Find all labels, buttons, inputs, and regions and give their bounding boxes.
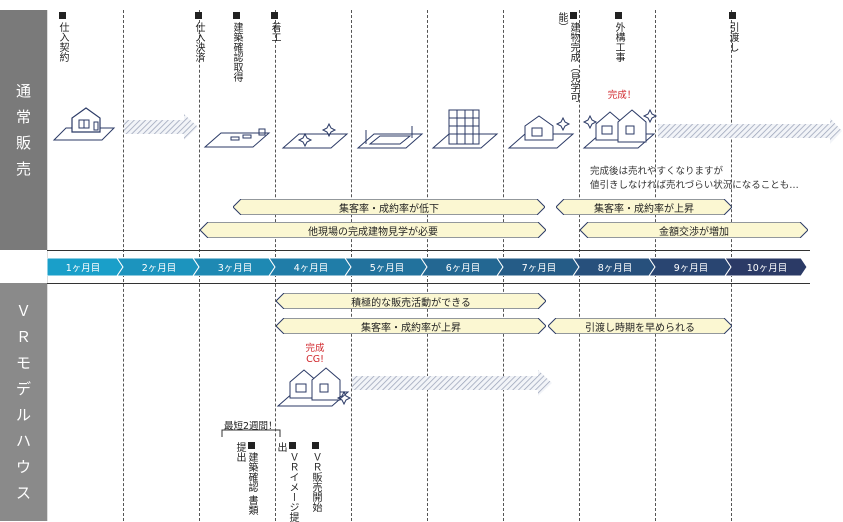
month-label: 4ヶ月目	[294, 263, 329, 274]
month-chevron	[724, 258, 808, 276]
house-and-arrow-illustration	[52, 107, 198, 141]
banner-attraction-rise: 集客率・成約率が上昇	[556, 199, 732, 215]
band-char: Ｒ	[15, 328, 31, 346]
milestone-building-confirmation: 建築確認取得	[230, 12, 242, 82]
band-char: デ	[15, 380, 31, 398]
vr-milestone-building-docs: 建築確認 書類提出	[234, 442, 257, 516]
month-label: 10ヶ月目	[747, 263, 788, 274]
band-char: ル	[15, 406, 31, 424]
month-label: 2ヶ月目	[142, 263, 177, 274]
complete-house-arrow-illustration	[582, 108, 842, 149]
milestone-building-complete: 建物完成（見学可能）	[556, 12, 579, 102]
banner-earlier-handover: 引渡し時期を早められる	[548, 318, 732, 334]
separator-top	[47, 250, 810, 251]
month-label: 7ヶ月目	[522, 263, 557, 274]
month-label: 1ヶ月目	[66, 263, 101, 274]
band-char: ウ	[15, 458, 31, 476]
month-chevron	[116, 258, 200, 276]
framing-illustration	[431, 109, 499, 149]
separator-bottom	[47, 283, 810, 284]
band-char: 常	[15, 108, 31, 126]
milestone-purchase-contract: 仕入契約	[56, 12, 68, 62]
month-chevron	[268, 258, 352, 276]
normal-sales-band: 通 常 販 売	[0, 10, 47, 250]
month-timeline: 1ヶ月目 2ヶ月目 3ヶ月目 4ヶ月目 5ヶ月目 6ヶ月目 7ヶ月目 8ヶ月目 9ヶ月目 10ヶ月…	[47, 258, 808, 276]
kansei-label: 完成！	[607, 90, 637, 101]
vr-milestone-vr-image: ＶＲイメージ提出	[275, 442, 298, 522]
vr-kansei-label: 完成 CG!	[305, 343, 325, 365]
band-char: モ	[15, 354, 31, 372]
band-char: 通	[15, 82, 31, 100]
banner-price-negotiation: 金額交渉が増加	[580, 222, 808, 238]
month-label: 3ヶ月目	[218, 263, 253, 274]
band-char: ハ	[15, 432, 31, 450]
sparkle-land-illustration	[281, 122, 349, 149]
month-label: 9ヶ月目	[674, 263, 709, 274]
foundation-illustration	[356, 126, 424, 149]
month-chevron	[344, 258, 428, 276]
band-char: Ｖ	[15, 302, 31, 320]
vr-milestone-vr-sales-start: ＶＲ販売開始	[309, 442, 321, 522]
band-char: ス	[15, 484, 31, 502]
month-label: 8ヶ月目	[598, 263, 633, 274]
normal-sales-note: 完成後は売れやすくなりますが 値引きしなければ売れづらい状況になることも…	[590, 166, 799, 191]
banner-vr-attraction-rise: 集客率・成約率が上昇	[276, 318, 546, 334]
milestone-purchase-settlement: 仕入決済	[192, 12, 204, 62]
band-char: 売	[15, 160, 31, 178]
vr-min-label: 最短2週間！	[224, 421, 278, 432]
milestone-handover: 引渡し	[726, 12, 738, 52]
finished-house-illustration	[507, 115, 575, 149]
month-label: 5ヶ月目	[370, 263, 405, 274]
month-chevron	[572, 258, 656, 276]
vr-min-bracket	[221, 429, 281, 437]
milestone-exterior-work: 外構工事	[612, 12, 624, 62]
banner-attraction-decline: 集客率・成約率が低下	[233, 199, 545, 215]
month-label: 6ヶ月目	[446, 263, 481, 274]
milestone-construction-start: 着工	[268, 12, 280, 42]
month-chevron	[496, 258, 580, 276]
month-chevron	[648, 258, 732, 276]
vr-house-arrow-illustration	[276, 367, 552, 407]
banner-active-sales: 積極的な販売活動ができる	[276, 293, 546, 309]
band-char: 販	[15, 134, 31, 152]
land-illustration	[203, 128, 271, 148]
month-chevron	[420, 258, 504, 276]
banner-other-site-visit: 他現場の完成建物見学が必要	[200, 222, 546, 238]
month-chevron	[192, 258, 276, 276]
vr-model-house-band: Ｖ Ｒ モ デ ル ハ ウ ス	[0, 283, 47, 521]
